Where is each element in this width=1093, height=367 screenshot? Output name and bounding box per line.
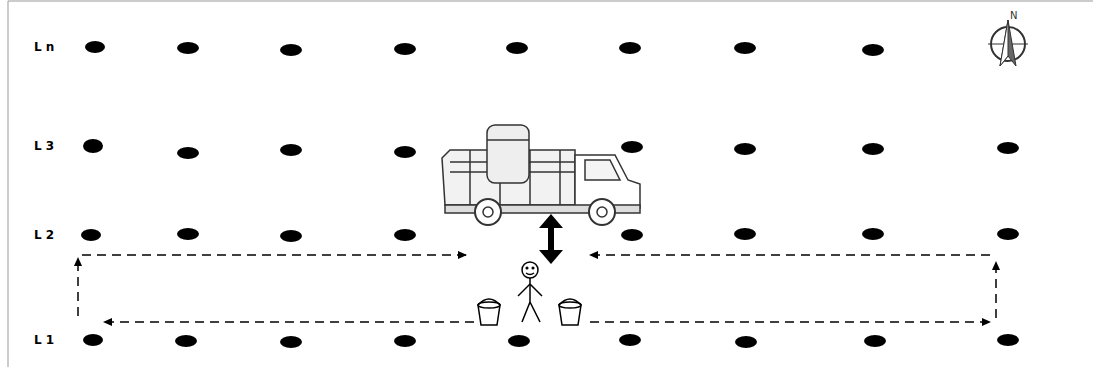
water-truck xyxy=(442,125,640,225)
row-label: L2 xyxy=(34,228,58,242)
walking-route xyxy=(78,255,996,322)
water-bucket xyxy=(478,299,581,325)
row-label: Ln xyxy=(34,40,58,54)
transfer-arrow xyxy=(539,214,563,264)
row-label: L1 xyxy=(34,333,58,347)
compass-rose xyxy=(988,20,1028,66)
frame-line xyxy=(8,1,9,367)
worker-figure xyxy=(518,262,542,322)
frame-line xyxy=(8,1,1093,2)
plant-dots xyxy=(81,41,1019,348)
row-label: L3 xyxy=(34,139,58,153)
compass-north: N xyxy=(1010,10,1017,21)
